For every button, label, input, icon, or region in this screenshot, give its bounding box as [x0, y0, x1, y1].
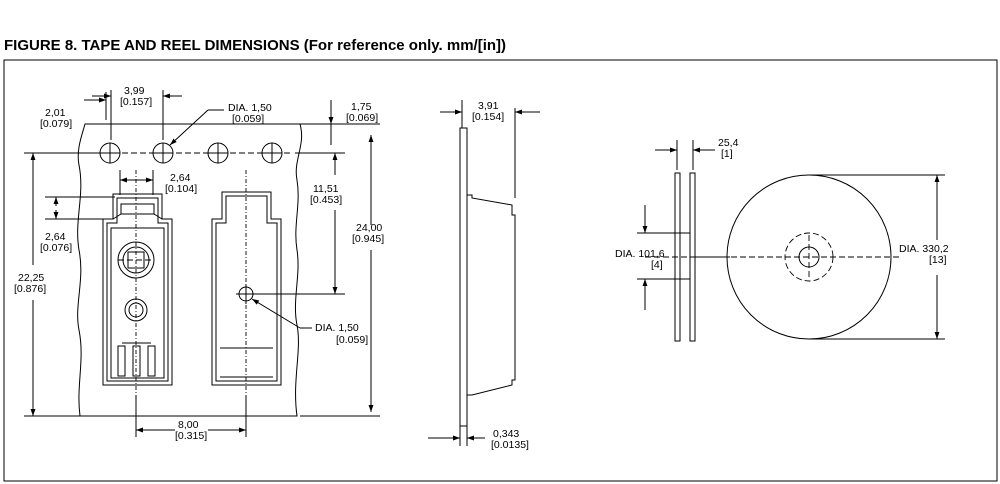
dim-3-99-in: [0.157]	[120, 96, 152, 108]
dim-hub-dia-mm: DIA. 101,6	[615, 248, 665, 260]
dim-24-00-mm: 24,00	[356, 222, 382, 234]
empty-pocket	[211, 170, 282, 395]
dim-2-64-height-mm: 2,64	[45, 231, 66, 243]
dim-reel-dia-mm: DIA. 330,2	[899, 243, 949, 255]
dim-24-00-in: [0.945]	[352, 233, 384, 245]
reel-side-view: 25,4 [1] DIA. 101,6 [4]	[615, 137, 739, 342]
dim-hole-dia-top-mm: DIA. 1,50	[228, 102, 272, 114]
dim-3-99-mm: 3,99	[124, 85, 145, 97]
dim-2-01-in: [0.079]	[40, 118, 72, 130]
dim-25-4-mm: 25,4	[718, 137, 739, 149]
pocket-with-device	[102, 170, 173, 395]
dim-2-01-mm: 2,01	[45, 107, 66, 119]
dim-25-4-in: [1]	[721, 148, 733, 160]
tape-side-view: 3,91 [0.154] 0,343 [0.0135]	[428, 100, 540, 451]
dim-3-91-in: [0.154]	[472, 111, 504, 123]
figure-frame	[3, 59, 998, 482]
dim-reel-dia-in: [13]	[929, 254, 947, 266]
reel-front-view: DIA. 330,2 [13]	[695, 174, 949, 340]
dim-22-25-mm: 22,25	[18, 272, 44, 284]
dim-hole-dia-bottom-mm: DIA. 1,50	[315, 322, 359, 334]
dim-11-51-mm: 11,51	[313, 183, 339, 195]
figure-title: FIGURE 8. TAPE AND REEL DIMENSIONS (For …	[4, 37, 507, 54]
dim-0-343-in: [0.0135]	[491, 439, 529, 451]
pocket-profile	[467, 194, 516, 396]
dim-8-00-mm: 8,00	[178, 419, 199, 431]
dim-2-64-height-in: [0.076]	[40, 242, 72, 254]
dim-2-64-width-mm: 2,64	[170, 172, 191, 184]
sprocket-holes	[95, 142, 290, 164]
tape-base-strip	[459, 127, 468, 427]
dim-1-75-in: [0.069]	[346, 112, 378, 124]
dim-hole-dia-top-in: [0.059]	[232, 113, 264, 125]
reel-hub-side	[679, 232, 691, 280]
dim-1-75-mm: 1,75	[351, 101, 372, 113]
carrier-tape-view: 2,01 [0.079] 3,99 [0.157] DIA. 1,50 [0.0…	[14, 85, 384, 442]
dim-0-343-mm: 0,343	[493, 428, 519, 440]
dim-2-64-width-in: [0.104]	[165, 183, 197, 195]
dim-hole-dia-bottom-in: [0.059]	[336, 334, 368, 346]
dim-22-25-in: [0.876]	[14, 283, 46, 295]
dim-hub-dia-in: [4]	[651, 259, 663, 271]
dim-8-00-in: [0.315]	[175, 430, 207, 442]
dim-11-51-in: [0.453]	[310, 194, 342, 206]
dim-3-91-mm: 3,91	[478, 100, 499, 112]
